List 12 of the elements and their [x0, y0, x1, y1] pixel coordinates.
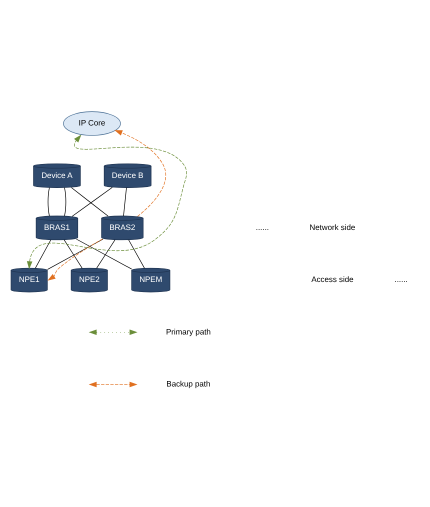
connector: [123, 186, 127, 216]
arrow: [26, 134, 187, 269]
arrow: [48, 238, 103, 280]
connector: [96, 239, 116, 268]
connector: [47, 238, 104, 270]
connector: [76, 238, 132, 269]
connector: [48, 186, 50, 216]
connector: [35, 239, 52, 268]
connector: [64, 239, 82, 268]
connector: [128, 239, 145, 268]
arrow: [114, 130, 166, 216]
connector: [64, 186, 66, 216]
